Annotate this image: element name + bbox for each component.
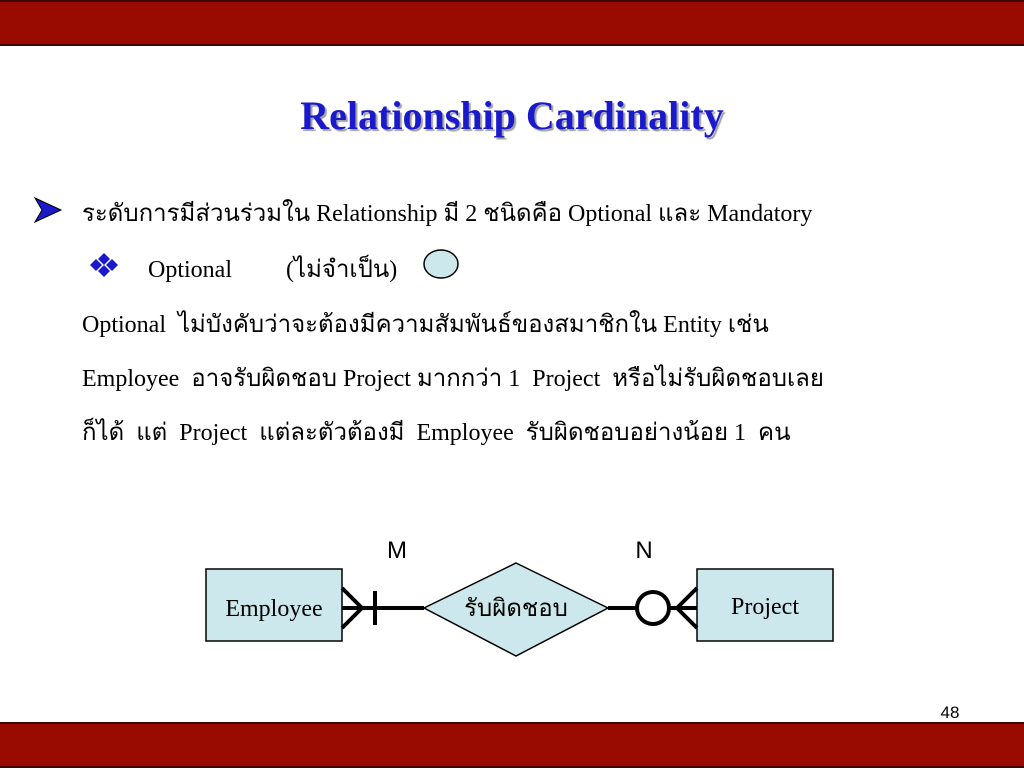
relationship-diamond — [422, 562, 610, 657]
intro-line: ระดับการมีส่วนร่วมใน Relationship มี 2 ช… — [82, 201, 813, 227]
entity-employee-box — [205, 568, 343, 642]
entity-project-label: Project — [731, 594, 799, 620]
cardinality-n: N — [635, 537, 652, 564]
paragraph-line-3: ก็ได้ แต่ Project แต่ละตัวต้องมี Employe… — [82, 420, 791, 446]
entity-project-box — [696, 568, 834, 642]
header-band — [0, 0, 1024, 46]
footer-band — [0, 722, 1024, 768]
right-connector-many-optional — [608, 586, 699, 630]
bullet-optional-note: (ไม่จำเป็น) — [286, 257, 398, 283]
er-diagram: M N Employee Project รับผิดชอบ — [205, 537, 834, 657]
entity-employee-label: Employee — [225, 596, 322, 622]
bullet-optional-label: Optional — [148, 257, 232, 283]
arrow-bullet-icon — [33, 196, 63, 224]
page-number: 48 — [940, 703, 960, 722]
cardinality-m: M — [387, 537, 407, 564]
relationship-label: รับผิดชอบ — [464, 596, 568, 622]
paragraph-line-2: Employee อาจรับผิดชอบ Project มากกว่า 1 … — [82, 366, 824, 392]
paragraph-line-1: Optional ไม่บังคับว่าจะต้องมีความสัมพันธ… — [82, 312, 769, 338]
diamond-bullet-icon — [90, 253, 118, 277]
left-connector-many-mandatory — [340, 586, 424, 630]
optional-circle-icon — [423, 249, 459, 279]
slide-title: Relationship Cardinality — [300, 93, 724, 138]
